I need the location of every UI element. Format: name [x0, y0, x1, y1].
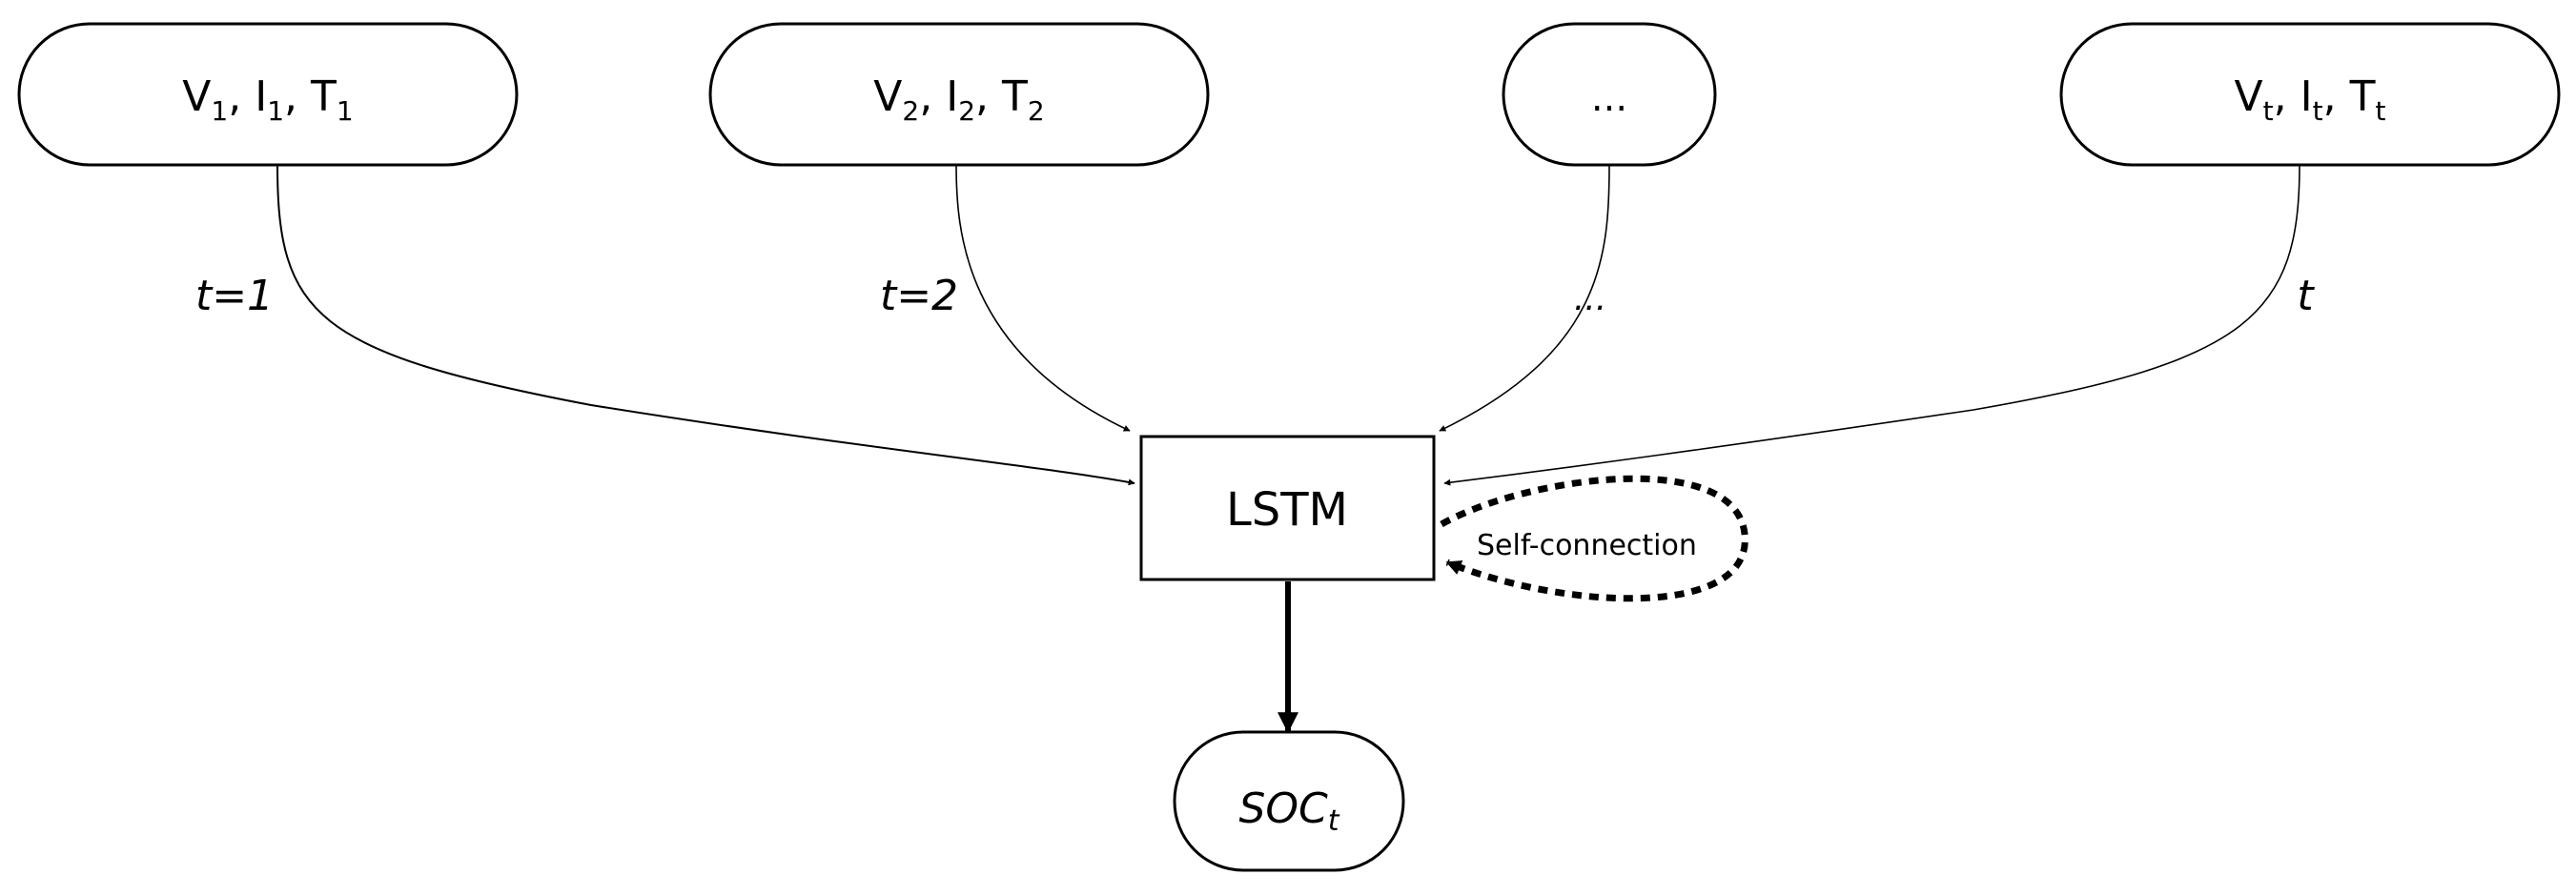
edge-label-t: t	[2297, 272, 2315, 320]
input-1-i-sub: 1	[267, 95, 284, 127]
output-soc-sub: t	[1328, 804, 1340, 838]
edge-ellipsis-to-lstm	[1439, 164, 1610, 432]
edge-input-t-to-lstm	[1443, 164, 2300, 486]
input-1-v-sub: 1	[211, 95, 228, 127]
lstm-label: LSTM	[1226, 483, 1348, 537]
input-ellipsis-text: ...	[1591, 76, 1627, 120]
input-1-v: V	[182, 72, 211, 121]
input-node-2: V2, I2, T2	[708, 22, 1210, 167]
svg-text:Vt, It, Tt: Vt, It, Tt	[2235, 72, 2386, 127]
input-2-t-sub: 2	[1028, 95, 1045, 127]
svg-text:V2, I2, T2: V2, I2, T2	[873, 72, 1044, 127]
edge-input-1-to-lstm	[276, 164, 1135, 486]
output-node: SOCt	[1173, 730, 1405, 872]
input-t-t-sub: t	[2375, 95, 2385, 127]
input-2-v: V	[873, 72, 902, 121]
edge-label-ellipsis: ...	[1574, 279, 1606, 318]
input-2-i-sub: 2	[958, 95, 975, 127]
input-2-v-sub: 2	[902, 95, 919, 127]
edge-input-2-to-lstm	[955, 164, 1131, 432]
edge-label-t1: t=1	[195, 272, 274, 320]
input-1-t: T	[310, 72, 337, 121]
input-node-t: Vt, It, Tt	[2059, 22, 2561, 167]
input-2-t: T	[1001, 72, 1028, 121]
edge-label-t2: t=2	[880, 272, 958, 320]
input-t-v-sub: t	[2263, 95, 2274, 127]
input-1-t-sub: 1	[337, 95, 354, 127]
self-connection-label: Self-connection	[1477, 529, 1697, 562]
svg-text:V1, I1, T1: V1, I1, T1	[182, 72, 353, 127]
input-t-t: T	[2349, 72, 2376, 121]
input-t-i: I	[2300, 72, 2313, 121]
input-node-ellipsis: ...	[1502, 22, 1717, 167]
input-t-v: V	[2235, 72, 2263, 121]
input-1-i: I	[255, 72, 267, 121]
self-connection-loop	[1440, 475, 1748, 602]
input-t-i-sub: t	[2313, 95, 2323, 127]
lstm-node: LSTM	[1139, 435, 1436, 581]
input-node-1: V1, I1, T1	[17, 22, 519, 167]
input-2-i: I	[946, 72, 958, 121]
output-soc: SOC	[1238, 784, 1328, 833]
svg-text:SOCt: SOCt	[1238, 784, 1339, 838]
